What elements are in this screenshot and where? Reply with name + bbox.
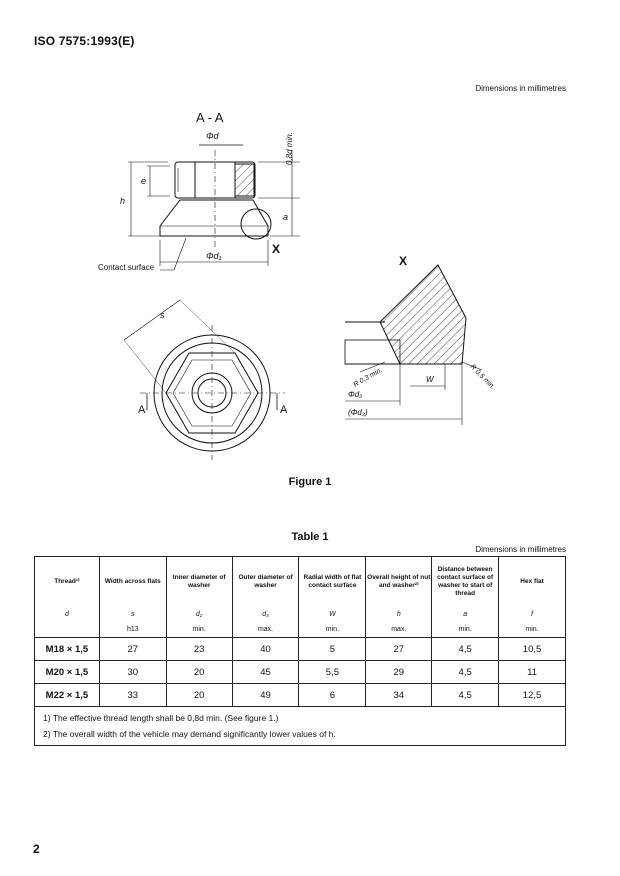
header-inner-diameter: Inner diameter of washer (165, 556, 233, 607)
table-symbol-row: d s d₂ d₃ W h a f (34, 607, 566, 621)
table-cell: 5,5 (298, 660, 367, 684)
footnotes-cell: 1) The effective thread length shall be … (34, 705, 566, 747)
table-cell: 4,5 (431, 637, 500, 661)
header-distance: Distance between contact surface of wash… (431, 556, 500, 607)
footnote-2: 2) The overall width of the vehicle may … (43, 729, 336, 740)
figure-caption: Figure 1 (288, 476, 332, 488)
thread-cell: M22 × 1,5 (34, 683, 100, 707)
header-radial-width: Radial width of flat contact surface (298, 556, 367, 607)
detail-x-view: X W Φd₂ (Φd₃) R 0,3 min. R 0,5 min. (344, 254, 497, 425)
w-label: W (426, 375, 435, 384)
a-left-marker: A (138, 404, 146, 416)
table-units-note: Dimensions in millimetres (475, 545, 566, 554)
symbol-cell: d₃ (231, 607, 300, 621)
symbol-cell: f (498, 607, 566, 621)
s-label: s (160, 310, 165, 320)
r05-label: R 0,5 min. (469, 363, 497, 391)
table-cell: 23 (165, 637, 233, 661)
min-08d-label: 0,8d min. (285, 132, 294, 165)
phi-d1-label: Φd₁ (206, 251, 222, 261)
table-cell: 27 (365, 637, 433, 661)
figure-units-note: Dimensions in millimetres (475, 84, 566, 93)
header-thread: Thread¹⁾ (34, 556, 100, 607)
symbol-cell: d (34, 607, 100, 621)
thread-cell: M20 × 1,5 (34, 660, 100, 684)
table-cell: 6 (298, 683, 367, 707)
tolerance-cell: min. (431, 621, 500, 638)
symbol-cell: W (298, 607, 367, 621)
tolerance-cell: max. (365, 621, 433, 638)
table-cell: 20 (165, 660, 233, 684)
header-overall-height: Overall height of nut and washer²⁾ (365, 556, 433, 607)
e-label: e (141, 176, 146, 186)
symbol-cell: d₂ (165, 607, 233, 621)
table-cell: 4,5 (431, 660, 500, 684)
phi-d2-label: Φd₂ (348, 390, 362, 399)
page-number: 2 (33, 842, 40, 856)
phi-d-label: Φd (206, 131, 220, 141)
table-cell: 40 (231, 637, 300, 661)
table-cell: 20 (165, 683, 233, 707)
standard-header: ISO 7575:1993(E) (34, 34, 135, 48)
tolerance-cell: min. (165, 621, 233, 638)
thread-cell: M18 × 1,5 (34, 637, 100, 661)
table-cell: 12,5 (498, 683, 566, 707)
symbol-cell: s (98, 607, 167, 621)
tolerance-cell: h13 (98, 621, 167, 638)
table-cell: 45 (231, 660, 300, 684)
h-label: h (120, 196, 125, 206)
detail-x-title: X (399, 254, 407, 268)
table-cell: 10,5 (498, 637, 566, 661)
tolerance-cell (34, 621, 100, 638)
figure-1-drawing: A - A Φd 0,8d min. X h e a (98, 110, 497, 460)
table-cell: 27 (98, 637, 167, 661)
table-tolerance-row: h13 min. max. min. max. min. min. (34, 621, 566, 638)
footnote-1: 1) The effective thread length shall be … (43, 713, 279, 723)
table-row: M22 × 1,5 33 20 49 6 34 4,5 12,5 (34, 683, 566, 707)
header-outer-diameter: Outer diameter of washer (231, 556, 300, 607)
top-view: s A A (123, 299, 288, 460)
symbol-cell: h (365, 607, 433, 621)
table-cell: 33 (98, 683, 167, 707)
table-caption: Table 1 (291, 531, 329, 543)
tolerance-cell: min. (298, 621, 367, 638)
table-cell: 11 (498, 660, 566, 684)
header-hex-flat: Hex flat (498, 556, 566, 607)
table-cell: 5 (298, 637, 367, 661)
table-cell: 34 (365, 683, 433, 707)
detail-x-mark: X (272, 242, 280, 256)
tolerance-cell: min. (498, 621, 566, 638)
table-row: M20 × 1,5 30 20 45 5,5 29 4,5 11 (34, 660, 566, 684)
a-right-marker: A (280, 404, 288, 416)
contact-surface-label: Contact surface (98, 263, 155, 272)
table-cell: 4,5 (431, 683, 500, 707)
section-view: A - A Φd 0,8d min. X h e a (98, 110, 300, 272)
phi-d3-label: (Φd₃) (348, 408, 368, 417)
header-width-across-flats: Width across flats (98, 556, 167, 607)
tolerance-cell: max. (231, 621, 300, 638)
table-row: M18 × 1,5 27 23 40 5 27 4,5 10,5 (34, 637, 566, 661)
section-label: A - A (196, 110, 224, 125)
table-cell: 49 (231, 683, 300, 707)
table-header-row: Thread¹⁾ Width across flats Inner diamet… (34, 556, 566, 607)
a-label: a (283, 212, 288, 222)
dimensions-table: Thread¹⁾ Width across flats Inner diamet… (34, 556, 566, 747)
table-cell: 29 (365, 660, 433, 684)
symbol-cell: a (431, 607, 500, 621)
table-cell: 30 (98, 660, 167, 684)
table-footnotes-row: 1) The effective thread length shall be … (34, 705, 566, 747)
r03-label: R 0,3 min. (353, 367, 384, 389)
